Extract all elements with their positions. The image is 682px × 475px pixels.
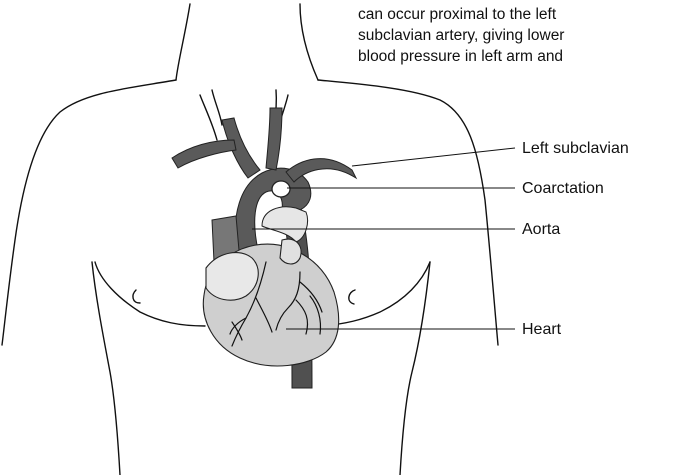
label-aorta: Aorta xyxy=(522,220,560,240)
pectoral-left xyxy=(95,262,205,326)
neck-left xyxy=(176,4,190,80)
label-left-subclavian: Left subclavian xyxy=(522,139,629,159)
shoulder-left xyxy=(2,80,176,345)
left-subclavian-artery xyxy=(286,159,356,182)
label-heart: Heart xyxy=(522,320,561,340)
shoulder-right xyxy=(318,80,498,345)
label-coarctation: Coarctation xyxy=(522,179,604,199)
clavicle-left-a xyxy=(200,95,217,140)
caption-text: can occur proximal to the left subclavia… xyxy=(358,4,682,67)
clavicle-left-b xyxy=(212,90,222,125)
neck-right xyxy=(300,4,318,80)
nipple-right xyxy=(349,290,355,304)
left-atrium-appendage xyxy=(280,239,301,264)
caption-line: can occur proximal to the left xyxy=(358,4,682,25)
right-atrium xyxy=(206,253,258,301)
coarctation-bulge xyxy=(272,181,290,197)
leader-left-subclavian xyxy=(352,148,515,166)
caption-line: subclavian artery, giving lower xyxy=(358,25,682,46)
armpit-right xyxy=(400,262,430,475)
right-subclavian xyxy=(172,140,236,168)
left-carotid xyxy=(266,108,282,170)
nipple-left xyxy=(133,290,140,303)
pulmonary-trunk xyxy=(262,207,308,242)
caption-line: blood pressure in left arm and xyxy=(358,46,682,67)
